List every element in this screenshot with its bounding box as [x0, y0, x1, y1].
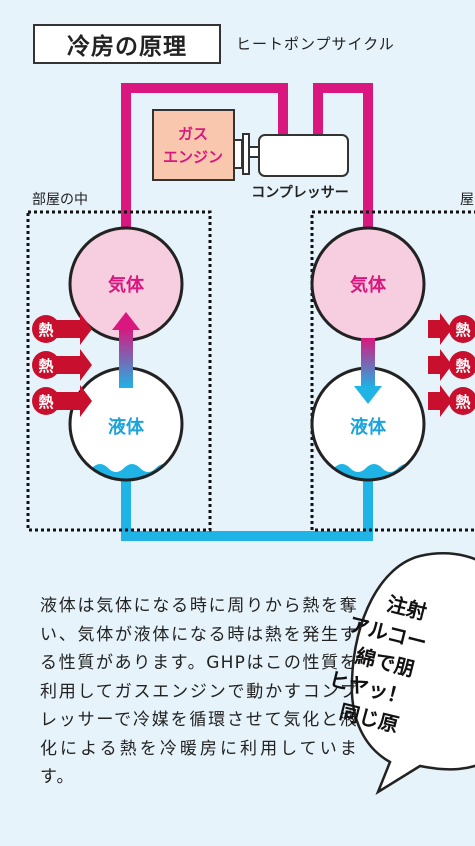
heat-badge-inside-2: 熱: [32, 349, 92, 381]
gas-label-inside: 気体: [108, 274, 145, 296]
page-subtitle: ヒートポンプサイクル: [236, 35, 395, 53]
gas-engine-label-1: ガス: [178, 125, 208, 143]
room-inside-label: 部屋の中: [32, 192, 88, 208]
heat-badge-outside-2: 熱: [428, 349, 475, 381]
room-outside-label: 屋: [460, 192, 474, 208]
liquid-pipe: [121, 470, 373, 541]
shaft-coupling: [233, 133, 260, 175]
gas-engine-box: [152, 109, 235, 181]
liquid-label-inside: 液体: [108, 416, 145, 438]
svg-text:熱: 熱: [455, 357, 470, 375]
gas-label-outside: 気体: [350, 274, 387, 296]
evaporation-arrow: [112, 312, 140, 388]
room-inside-box: [26, 210, 212, 532]
gas-pipe-left: [121, 83, 288, 230]
svg-text:熱: 熱: [38, 321, 53, 339]
heat-badge-outside-3: 熱: [428, 385, 475, 417]
title-box: 冷房の原理: [33, 24, 221, 64]
room-outside-box: [310, 210, 475, 532]
page-title: 冷房の原理: [67, 34, 187, 60]
svg-text:熱: 熱: [38, 393, 53, 411]
liquid-label-outside: 液体: [350, 416, 387, 438]
svg-text:熱: 熱: [38, 357, 53, 375]
gas-engine-label-2: エンジン: [163, 148, 223, 166]
svg-text:熱: 熱: [455, 321, 470, 339]
speech-bubble: [350, 552, 475, 796]
compressor-box: [258, 134, 349, 177]
heat-badge-outside-1: 熱: [428, 313, 475, 345]
condensation-arrow: [354, 338, 382, 404]
svg-text:熱: 熱: [455, 393, 470, 411]
description-text: 液体は気体になる時に周りから熱を奪い、気体が液体になる時は熱を発生する性質があり…: [40, 596, 358, 787]
heat-badge-inside-1: 熱: [32, 313, 92, 345]
heat-badge-inside-3: 熱: [32, 385, 92, 417]
gas-pipe-right: [313, 83, 373, 230]
compressor-label: コンプレッサー: [251, 185, 349, 201]
